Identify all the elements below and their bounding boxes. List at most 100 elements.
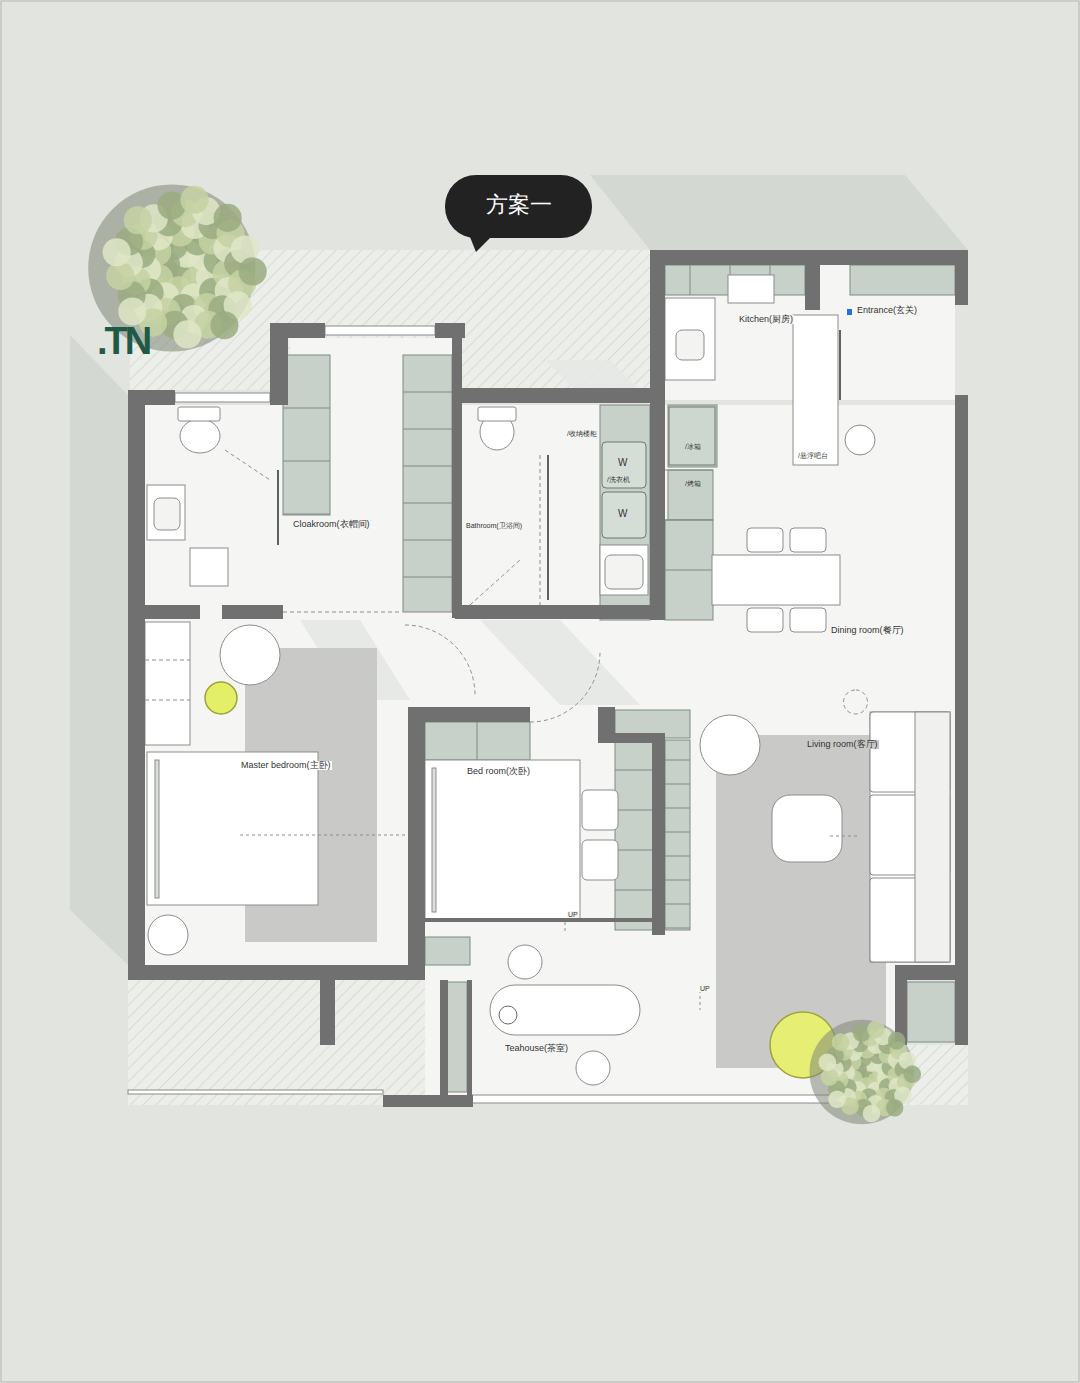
sink	[154, 498, 180, 530]
fixture	[665, 298, 715, 380]
glass-door	[839, 330, 841, 400]
wall	[128, 965, 320, 980]
tree-leaf	[214, 204, 242, 232]
cabinet-group	[283, 265, 955, 1092]
wall	[650, 250, 665, 620]
tree-leaf	[106, 262, 134, 290]
door-swing	[283, 612, 400, 613]
fixture	[190, 548, 228, 586]
fixture	[147, 485, 185, 540]
sink	[605, 555, 643, 589]
window	[175, 393, 270, 402]
hatched-balcony	[128, 980, 440, 1105]
fixture	[425, 760, 580, 920]
stool-group	[205, 682, 237, 714]
window	[128, 1090, 383, 1094]
cabinet-division	[403, 503, 452, 504]
wall	[805, 250, 820, 310]
dining-chair-group	[747, 528, 826, 632]
room-label: Entrance(玄关)	[856, 306, 918, 315]
tree-leaf	[886, 1099, 904, 1117]
wall	[408, 707, 425, 980]
wall	[452, 323, 462, 618]
washer	[602, 492, 646, 538]
stair-mark	[240, 835, 408, 836]
chair-group	[148, 425, 875, 1085]
cast-shadow-group	[70, 175, 968, 965]
door-swing	[145, 660, 190, 661]
wall	[955, 250, 968, 305]
wall	[128, 390, 175, 405]
desk-chair	[582, 790, 618, 830]
chair	[220, 625, 280, 685]
washer-group	[602, 442, 646, 538]
stair-label: UP	[699, 985, 711, 992]
cabinet-division	[283, 408, 330, 409]
wall	[455, 605, 665, 619]
window	[325, 326, 435, 335]
cabinet-division	[665, 520, 713, 521]
stair-mark	[565, 922, 566, 932]
wall	[128, 390, 145, 980]
cabinet-division	[403, 429, 452, 430]
wall	[320, 965, 335, 1045]
fixture	[870, 712, 950, 962]
tree-leaf	[103, 238, 131, 266]
sofa-cushion-group	[870, 712, 950, 962]
fixture-label: W	[617, 458, 628, 468]
pillow-line-group	[155, 760, 436, 912]
washer	[602, 442, 646, 488]
wall	[128, 605, 200, 619]
fixture-label: W	[617, 509, 628, 519]
fixture	[712, 555, 840, 605]
dining-chair	[790, 528, 826, 552]
glass-door	[547, 455, 549, 600]
tea-table-group	[490, 985, 640, 1035]
cabinet-division	[665, 784, 690, 785]
room-label: Bathroom(卫浴间)	[465, 522, 523, 529]
cabinet-division	[665, 808, 690, 809]
wall	[270, 323, 325, 338]
chair	[508, 945, 542, 979]
fridge	[669, 407, 715, 465]
cabinet	[447, 982, 467, 1092]
cabinet-division	[615, 850, 655, 851]
door-swing	[145, 700, 190, 701]
wall	[462, 388, 665, 403]
tree-leaf	[867, 1021, 885, 1039]
tea-table	[490, 985, 640, 1035]
fixture-label: /冰箱	[684, 443, 702, 450]
fixture	[145, 622, 190, 745]
cabinet-division	[403, 577, 452, 578]
tree-leaf	[888, 1032, 906, 1050]
tree-bottom-right	[810, 1020, 922, 1125]
chair	[845, 425, 875, 455]
fixture-label: /洗衣机	[606, 476, 631, 483]
wall	[652, 733, 665, 935]
cabinet-division	[615, 770, 655, 771]
fixture-label: /悬浮吧台	[797, 452, 829, 459]
cabinet-division	[403, 392, 452, 393]
room-label: Cloakroom(衣帽间)	[292, 520, 371, 529]
tree-leaf	[832, 1033, 850, 1051]
window-group	[128, 326, 895, 1103]
chair	[576, 1051, 610, 1085]
sink	[676, 330, 704, 360]
stair-mark	[830, 836, 860, 837]
wall	[440, 980, 448, 1095]
switch-group	[847, 309, 852, 315]
toilet	[180, 419, 220, 453]
toilet-tank	[478, 407, 516, 421]
cabinet-division	[665, 880, 690, 881]
cabinet-division	[615, 810, 655, 811]
pillow-line	[155, 760, 159, 898]
cast-shadow	[590, 175, 968, 250]
cabinet-division	[283, 461, 330, 462]
wall	[383, 1095, 473, 1107]
cabinet-division	[665, 904, 690, 905]
stair-label: UP	[567, 911, 579, 918]
cabinet-division	[403, 466, 452, 467]
cast-shadow	[70, 335, 128, 965]
